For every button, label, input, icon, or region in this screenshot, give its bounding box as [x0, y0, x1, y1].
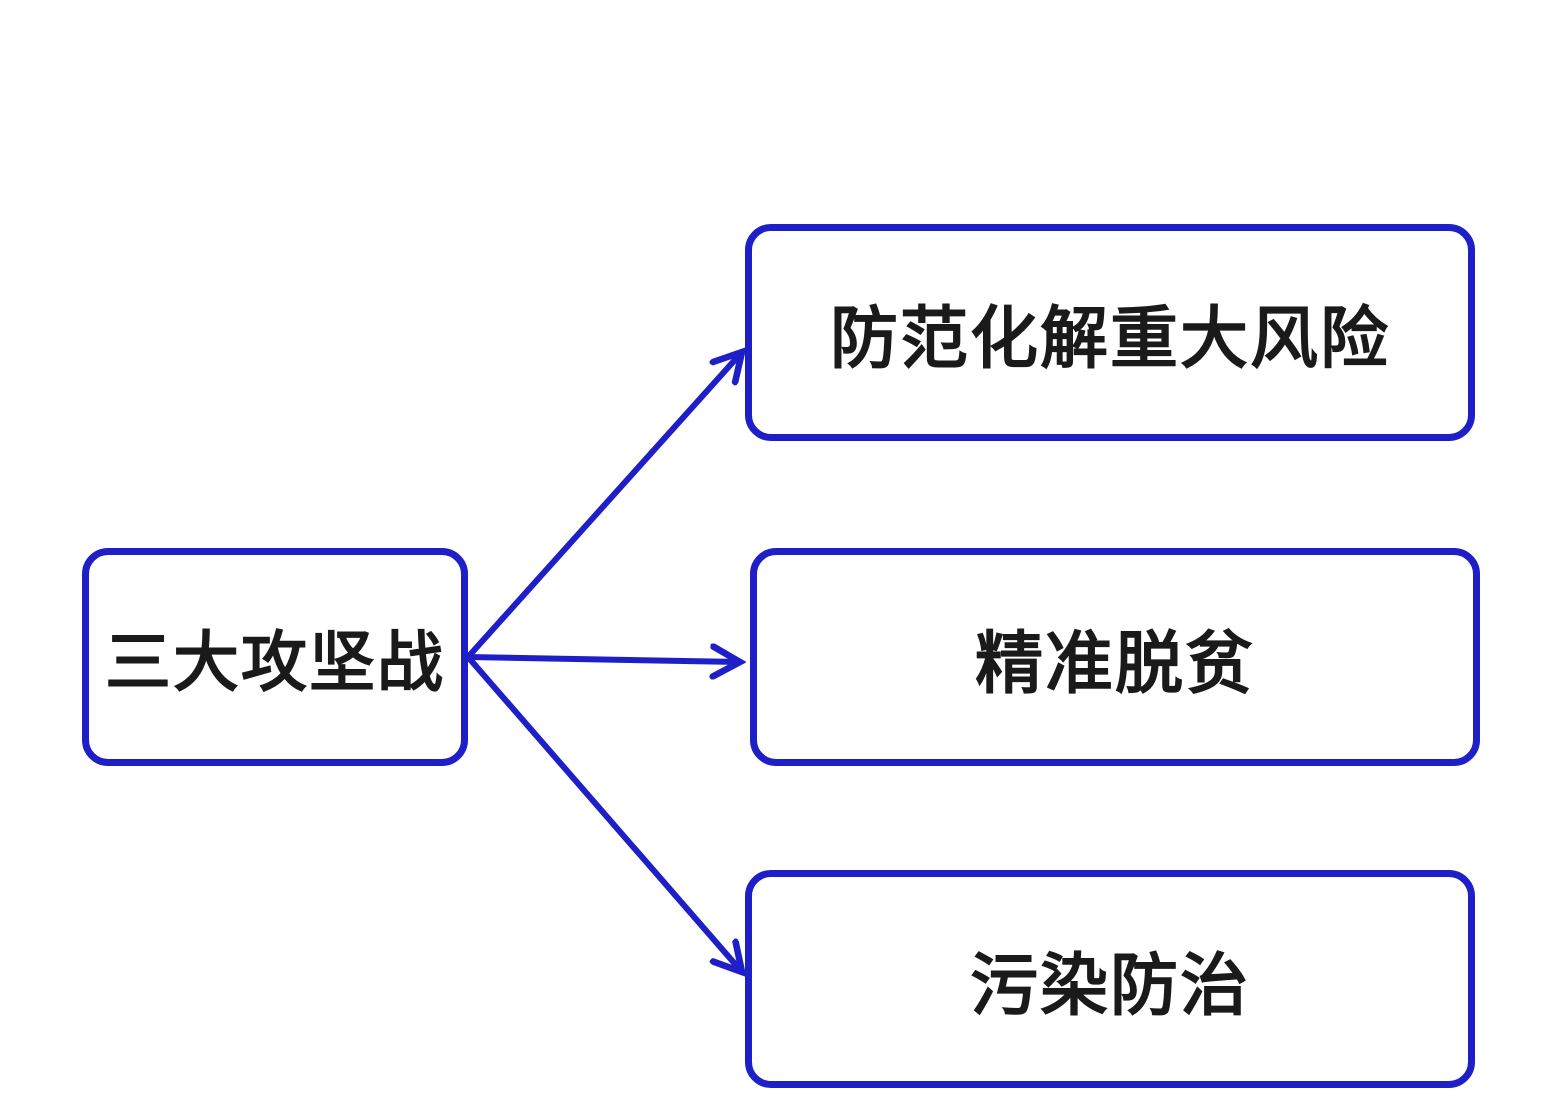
child-node-poverty: 精准脱贫 [750, 548, 1480, 766]
arrow-to-child-1 [467, 657, 740, 662]
child-node-pollution: 污染防治 [745, 870, 1475, 1088]
arrow-to-child-0 [465, 352, 742, 660]
child-node-label: 污染防治 [969, 945, 1250, 1026]
arrow-to-child-2 [465, 655, 742, 972]
root-node-label: 三大攻坚战 [105, 623, 445, 701]
child-node-label: 精准脱贫 [974, 623, 1255, 704]
child-node-label: 防范化解重大风险 [829, 299, 1390, 379]
child-node-risk: 防范化解重大风险 [745, 224, 1475, 441]
root-node: 三大攻坚战 [82, 548, 468, 766]
